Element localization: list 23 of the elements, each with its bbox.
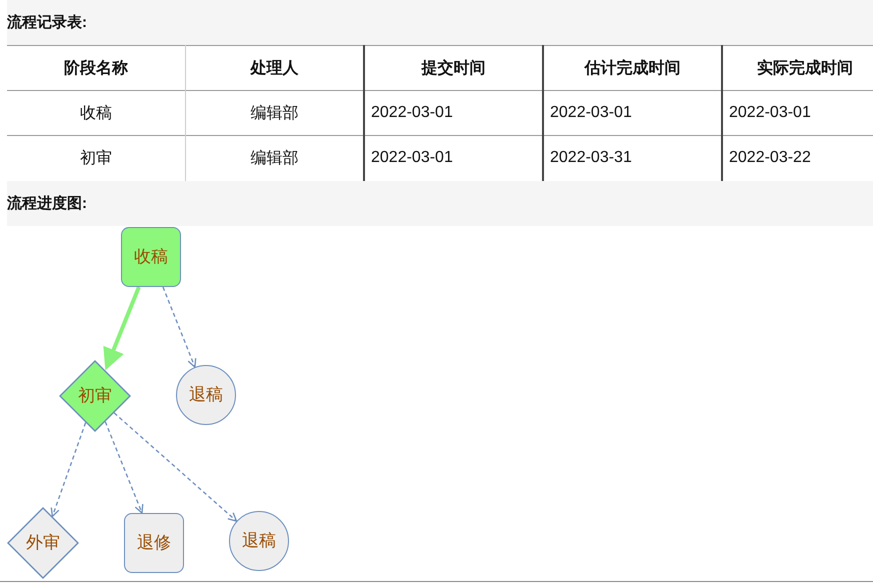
arrow — [162, 286, 196, 368]
decision-diamond: 初审 — [59, 360, 131, 432]
arrow — [103, 286, 141, 370]
end-circle: 退稿 — [176, 365, 236, 425]
table-cell: 2022-03-01 — [543, 90, 722, 136]
table-cell: 2022-03-01 — [722, 90, 873, 136]
table-cell: 2022-03-01 — [364, 90, 543, 136]
column-header: 实际完成时间 — [722, 46, 873, 90]
column-header: 阶段名称 — [7, 46, 185, 90]
arrow — [114, 412, 238, 522]
arrow — [50, 422, 86, 518]
section-heading: 流程记录表: — [7, 0, 873, 45]
process-box: 退修 — [124, 513, 184, 573]
end-circle: 退稿 — [229, 511, 289, 571]
arrow — [104, 421, 144, 514]
column-header: 估计完成时间 — [543, 46, 722, 90]
decision-diamond: 外审 — [7, 507, 79, 579]
column-header: 处理人 — [185, 46, 364, 90]
process-box: 收稿 — [121, 227, 181, 287]
section-heading: 流程进度图: — [7, 181, 873, 226]
table-cell: 收稿 — [7, 90, 185, 136]
column-header: 提交时间 — [364, 46, 543, 90]
table-cell: 编辑部 — [185, 90, 364, 136]
